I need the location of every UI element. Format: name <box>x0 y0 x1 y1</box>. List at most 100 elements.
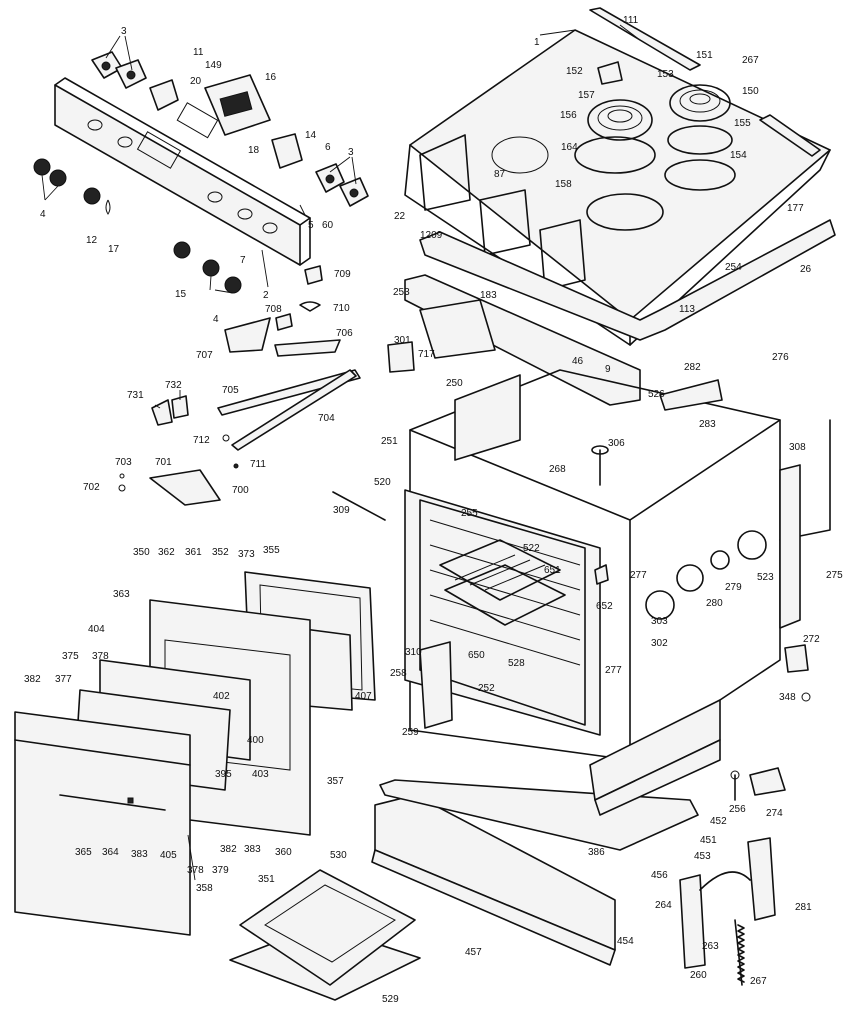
oven-light-parts <box>594 530 767 620</box>
callout-701: 701 <box>155 457 172 468</box>
infinite-switch-group-right <box>315 163 369 207</box>
callout-528: 528 <box>508 658 525 669</box>
callout-357: 357 <box>327 776 344 787</box>
callout-386: 386 <box>588 847 605 858</box>
callout-272: 272 <box>803 634 820 645</box>
callout-2: 2 <box>263 290 269 301</box>
callout-4-mid: 4 <box>213 314 219 325</box>
callout-274: 274 <box>766 808 783 819</box>
storage-drawer <box>371 699 721 966</box>
callout-60: 60 <box>322 220 334 231</box>
callout-152: 152 <box>566 66 583 77</box>
callout-6: 6 <box>325 142 331 153</box>
callout-377: 377 <box>55 674 72 685</box>
callout-378: 378 <box>92 651 109 662</box>
callout-526: 526 <box>648 389 665 400</box>
callout-362: 362 <box>158 547 175 558</box>
callout-457: 457 <box>465 947 482 958</box>
callout-309: 309 <box>333 505 350 516</box>
oven-liner <box>404 489 601 736</box>
callout-520: 520 <box>374 477 391 488</box>
callout-351: 351 <box>258 874 275 885</box>
callout-303: 303 <box>651 616 668 627</box>
callout-258: 258 <box>390 668 407 679</box>
heating-elements <box>591 379 723 486</box>
callout-17: 17 <box>108 244 120 255</box>
callout-4-left: 4 <box>40 209 46 220</box>
callout-348: 348 <box>779 692 796 703</box>
callout-650: 650 <box>468 650 485 661</box>
callout-113: 113 <box>679 304 695 315</box>
rotisserie-small-parts <box>118 265 361 506</box>
control-panel <box>54 77 311 266</box>
callout-3-top: 3 <box>121 26 127 37</box>
callout-283: 283 <box>699 419 716 430</box>
callout-12: 12 <box>86 235 98 246</box>
callout-259: 259 <box>402 727 419 738</box>
callout-703: 703 <box>115 457 132 468</box>
front-frame <box>387 219 836 406</box>
callout-265: 277 <box>605 665 622 676</box>
callout-523: 523 <box>757 572 774 583</box>
callout-3-right: 3 <box>348 147 354 158</box>
callout-529: 529 <box>382 994 399 1005</box>
callout-306: 306 <box>608 438 625 449</box>
callout-251: 251 <box>381 436 398 447</box>
oven-door-assembly <box>14 571 376 936</box>
callout-400: 400 <box>247 735 264 746</box>
callout-453: 453 <box>694 851 711 862</box>
callout-361: 361 <box>185 547 202 558</box>
callout-16: 16 <box>265 72 277 83</box>
callout-20: 20 <box>190 76 202 87</box>
callout-256: 256 <box>729 804 746 815</box>
callout-379: 379 <box>212 865 229 876</box>
callout-363: 363 <box>113 589 130 600</box>
leader-lines <box>41 24 641 881</box>
callout-260: 260 <box>690 970 707 981</box>
callout-732: 732 <box>165 380 182 391</box>
callout-157: 157 <box>578 90 595 101</box>
callout-301: 301 <box>394 335 411 346</box>
callout-360: 360 <box>275 847 292 858</box>
callout-15: 15 <box>175 289 187 300</box>
callout-717: 717 <box>418 349 435 360</box>
callout-7: 7 <box>240 255 246 266</box>
callout-373: 373 <box>238 549 255 560</box>
callout-378b: 378 <box>187 865 204 876</box>
callout-709: 709 <box>334 269 351 280</box>
callout-403: 403 <box>252 769 269 780</box>
callout-275: 275 <box>826 570 843 581</box>
callout-277: 277 <box>630 570 647 581</box>
callout-268: 268 <box>549 464 566 475</box>
callout-365: 365 <box>75 847 92 858</box>
callout-46: 46 <box>572 356 584 367</box>
surface-units <box>574 61 736 231</box>
switch-block <box>149 79 179 111</box>
callout-248: 267 <box>742 55 759 66</box>
callout-402: 402 <box>213 691 230 702</box>
callout-5: 5 <box>308 220 314 231</box>
callout-704: 704 <box>318 413 335 424</box>
callout-350: 350 <box>133 547 150 558</box>
callout-281: 281 <box>795 902 812 913</box>
callout-156: 156 <box>560 110 577 121</box>
callout-383b: 383 <box>244 844 261 855</box>
callout-708: 708 <box>265 304 282 315</box>
callout-22: 22 <box>394 211 406 222</box>
callout-310: 310 <box>405 647 422 658</box>
callout-252: 252 <box>478 683 495 694</box>
callout-700: 700 <box>232 485 249 496</box>
callout-263: 263 <box>702 941 719 952</box>
callout-254: 254 <box>725 262 742 273</box>
callout-150: 150 <box>742 86 759 97</box>
callout-253: 253 <box>393 287 410 298</box>
door-hinges <box>679 644 811 986</box>
callout-456: 456 <box>651 870 668 881</box>
callout-454: 454 <box>617 936 634 947</box>
callout-352: 352 <box>212 547 229 558</box>
callout-276: 276 <box>772 352 789 363</box>
callout-451: 451 <box>700 835 717 846</box>
callout-395: 395 <box>215 769 232 780</box>
callout-158: 158 <box>555 179 572 190</box>
